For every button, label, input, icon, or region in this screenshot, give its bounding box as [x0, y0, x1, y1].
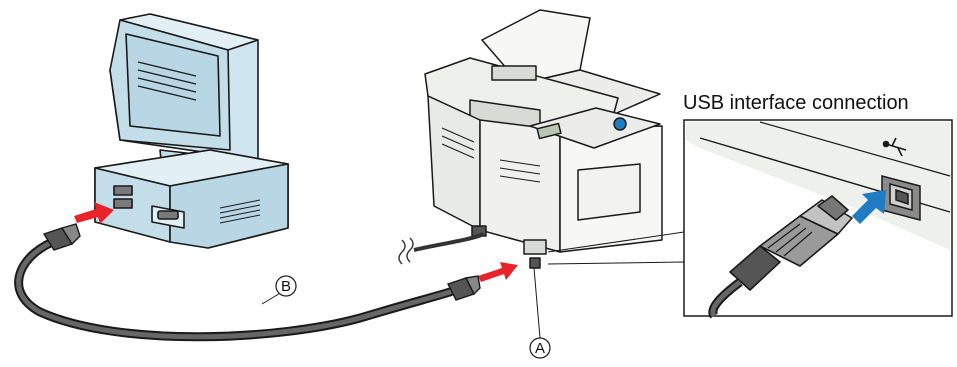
callout-a-label: A [535, 340, 545, 357]
callout-b: B [276, 276, 296, 296]
callout-a: A [530, 338, 550, 358]
inset-panel [684, 120, 952, 316]
inset-leader-lower [548, 262, 684, 264]
insert-arrow-printer [478, 262, 518, 282]
usb-plug-printer [448, 276, 480, 300]
callout-a-leader [534, 268, 540, 338]
multifunction-printer-icon [425, 10, 662, 268]
power-cord [414, 234, 484, 250]
desktop-computer-icon [95, 14, 288, 248]
callout-b-label: B [281, 278, 291, 295]
usb-cable [19, 240, 450, 337]
inset-title: USB interface connection [683, 92, 909, 115]
